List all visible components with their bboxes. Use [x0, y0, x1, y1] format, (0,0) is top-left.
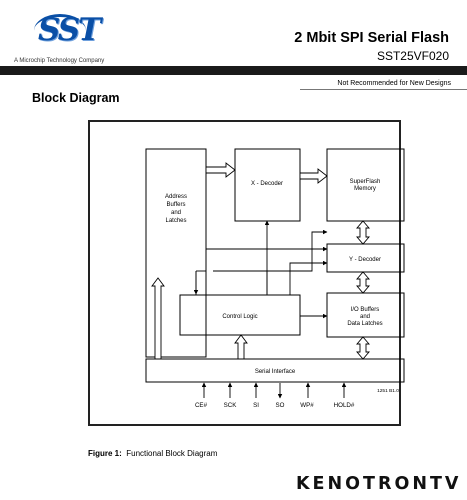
superflash-label-2: Memory: [354, 186, 376, 192]
bus-arrow-address-to-xdecoder: [205, 162, 236, 178]
io-buffers-label-2: and: [360, 314, 370, 320]
bus-arrow-xdecoder-to-memory: [299, 168, 328, 184]
pin-label-ce: CE#: [195, 402, 208, 409]
header-divider: [0, 66, 467, 75]
bus-arrow-memory-ydecoder: [356, 220, 370, 245]
line-control-to-memory: [213, 229, 328, 272]
pin-label-sck: SCK: [224, 402, 238, 409]
section-title: Block Diagram: [32, 91, 120, 105]
bus-arrow-serial-to-control: [234, 334, 248, 360]
y-decoder-block: [326, 243, 405, 273]
address-buffers-label-1: Address: [165, 194, 187, 200]
y-decoder-label: Y - Decoder: [349, 257, 381, 263]
document-title: 2 Mbit SPI Serial Flash: [294, 30, 449, 46]
control-logic-block: [179, 294, 301, 336]
control-logic-label: Control Logic: [222, 314, 257, 320]
superflash-memory-block: [326, 148, 405, 222]
figure-caption: Figure 1: Functional Block Diagram: [88, 449, 217, 458]
serial-interface-block: [145, 358, 405, 383]
figure-code: 1251 B1.0: [377, 388, 399, 394]
notice-underline: [300, 89, 467, 90]
pin-label-wp: WP#: [300, 402, 314, 409]
address-buffers-label-2: Buffers: [167, 202, 186, 208]
io-buffers-label-1: I/O Buffers: [351, 307, 380, 313]
io-buffers-label-3: Data Latches: [347, 321, 382, 327]
bus-arrow-ydecoder-io: [356, 271, 370, 294]
pin-label-si: SI: [253, 402, 259, 409]
bus-arrow-serial-to-address: [151, 277, 165, 360]
figure-caption-text: Functional Block Diagram: [126, 449, 218, 458]
signal-lines: [193, 220, 347, 399]
logo-arc-icon: [34, 14, 86, 47]
logo-tagline: A Microchip Technology Company: [14, 58, 105, 64]
superflash-label-1: SuperFlash: [350, 179, 381, 185]
part-number: SST25VF020: [376, 49, 449, 63]
address-buffers-block: [145, 148, 207, 358]
watermark: KENOTRONTV: [296, 474, 462, 494]
figure-label: Figure 1:: [88, 449, 122, 458]
bus-arrows: [151, 162, 370, 360]
status-notice: Not Recommended for New Designs: [337, 80, 451, 87]
serial-interface-label: Serial Interface: [255, 369, 296, 375]
diagram-frame: [88, 120, 401, 426]
sst-logo: SST A Microchip Technology Company: [14, 6, 114, 66]
pin-label-so: SO: [276, 402, 285, 409]
address-buffers-label-3: and: [171, 210, 181, 216]
pin-label-hold: HOLD#: [334, 402, 355, 409]
x-decoder-label: X - Decoder: [251, 181, 283, 187]
line-control-to-ydecoder: [289, 260, 328, 295]
bus-arrow-io-serial: [356, 336, 370, 360]
address-buffers-label-4: Latches: [165, 218, 186, 224]
